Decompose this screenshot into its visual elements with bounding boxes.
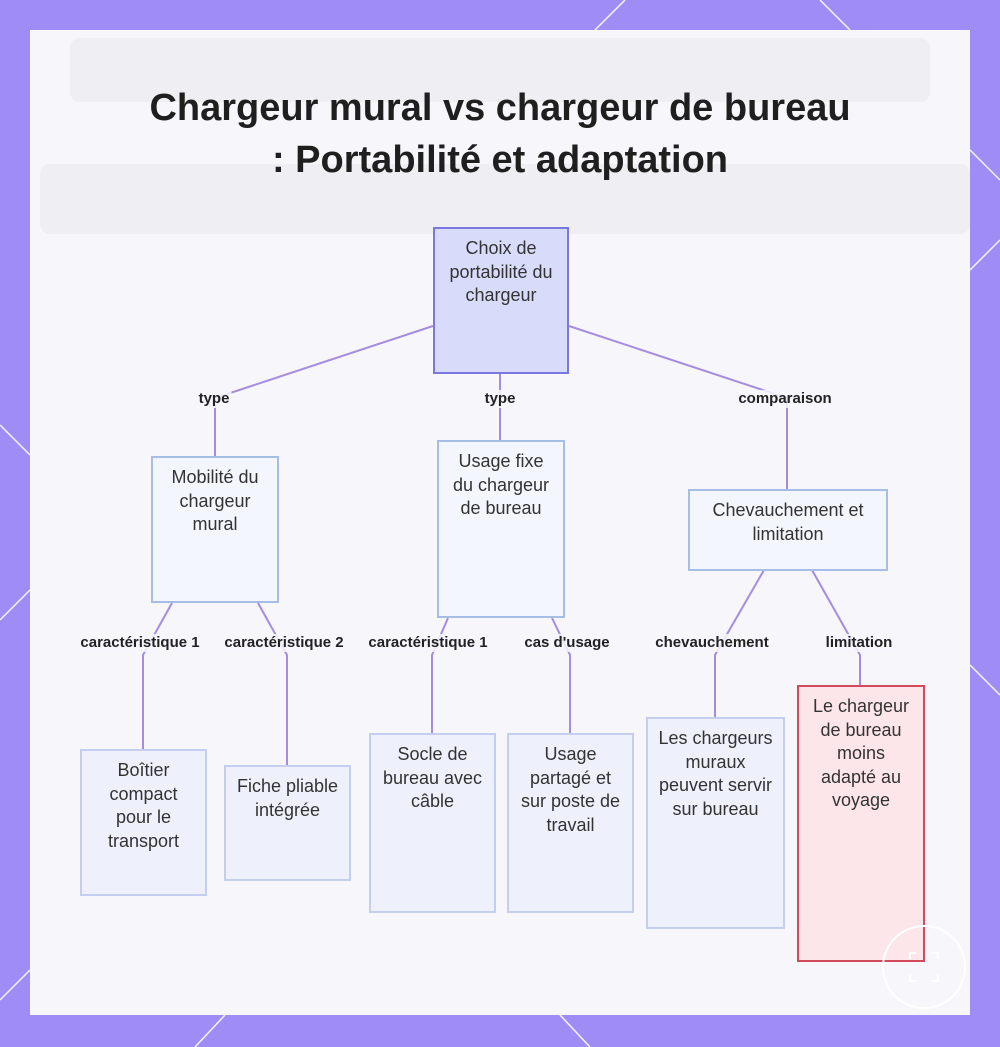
edge-bureau-usage <box>551 617 571 733</box>
node-chargeurs-muraux-bureau-label: Les chargeurs muraux peuvent servir sur … <box>658 728 773 819</box>
node-chevauchement-limitation: Chevauchement et limitation <box>688 489 888 571</box>
node-bureau-moins-adapte-voyage-label: Le chargeur de bureau moins adapté au vo… <box>812 696 910 810</box>
node-socle-bureau-label: Socle de bureau avec câble <box>382 744 483 811</box>
edge-chevauchement-muraux <box>714 569 765 717</box>
background-watermark-line1 <box>30 20 970 141</box>
edge-bureau-socle <box>431 617 449 733</box>
title-line-2: : Portabilité et adaptation <box>271 139 729 181</box>
edge-root-mural <box>214 325 434 456</box>
node-fiche-pliable-label: Fiche pliable intégrée <box>236 776 339 820</box>
node-usage-fixe-bureau: Usage fixe du chargeur de bureau <box>437 440 565 618</box>
edge-label-type-mid: type <box>482 390 518 408</box>
node-root-label: Choix de portabilité du chargeur <box>449 238 553 305</box>
edge-chevauchement-voyage <box>811 569 861 685</box>
node-usage-partage: Usage partagé et sur poste de travail <box>507 733 634 913</box>
node-root: Choix de portabilité du chargeur <box>433 227 569 374</box>
node-chargeurs-muraux-bureau: Les chargeurs muraux peuvent servir sur … <box>646 717 785 929</box>
node-usage-fixe-bureau-label: Usage fixe du chargeur de bureau <box>452 451 550 518</box>
node-bureau-moins-adapte-voyage: Le chargeur de bureau moins adapté au vo… <box>797 685 925 962</box>
node-mobilite-mural: Mobilité du chargeur mural <box>151 456 279 603</box>
edge-label-type-left: type <box>196 390 232 408</box>
edge-label-limitation: limitation <box>823 634 895 652</box>
node-fiche-pliable: Fiche pliable intégrée <box>224 765 351 881</box>
edge-label-caracteristique-1-mid: caractéristique 1 <box>366 634 490 652</box>
edge-label-caracteristique-2-left: caractéristique 2 <box>222 634 346 652</box>
edge-mural-fiche <box>257 602 288 765</box>
edge-label-cas-usage: cas d'usage <box>522 634 612 652</box>
edge-label-chevauchement: chevauchement <box>653 634 771 652</box>
background-watermark-line2 <box>30 150 970 271</box>
edge-label-comparaison: comparaison <box>736 390 834 408</box>
node-boitier-compact: Boîtier compact pour le transport <box>80 749 207 896</box>
diagram-title: Chargeur mural vs chargeur de bureau : P… <box>0 82 1000 186</box>
node-chevauchement-limitation-label: Chevauchement et limitation <box>712 500 864 544</box>
node-mobilite-mural-label: Mobilité du chargeur mural <box>171 467 259 534</box>
title-line-1: Chargeur mural vs chargeur de bureau <box>149 87 851 129</box>
node-boitier-compact-label: Boîtier compact pour le transport <box>107 760 180 851</box>
edge-label-caracteristique-1-left: caractéristique 1 <box>78 634 202 652</box>
node-socle-bureau: Socle de bureau avec câble <box>369 733 496 913</box>
edge-mural-boitier <box>142 602 173 749</box>
node-usage-partage-label: Usage partagé et sur poste de travail <box>520 744 621 835</box>
corner-badge-icon <box>882 925 966 1009</box>
